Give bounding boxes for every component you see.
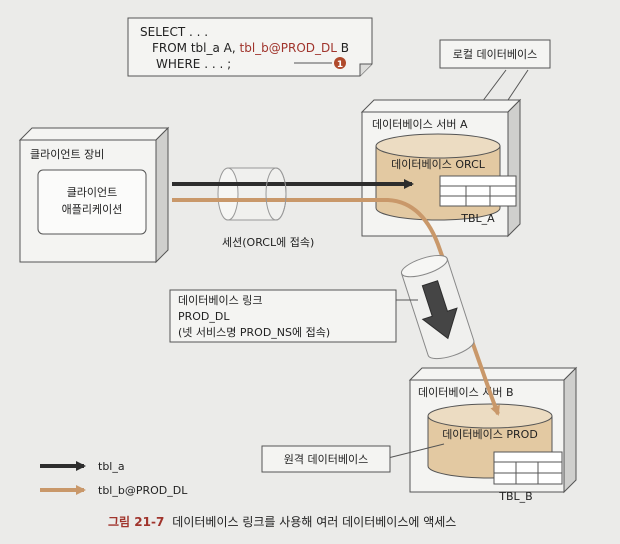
marker-number: 1 [337, 60, 343, 70]
sql-note: 1 SELECT . . . FROM tbl_a A, tbl_b@PROD_… [127, 17, 373, 77]
db-link-cylinder [400, 255, 475, 360]
server-a-title: 데이터베이스 서버 A [372, 118, 468, 131]
sql-line-3: WHERE . . . ; [156, 57, 231, 71]
db-link-callout: 데이터베이스 링크 PROD_DL (넷 서비스명 PROD_NS에 접속) [169, 289, 418, 343]
sql-line-1: SELECT . . . [140, 25, 208, 39]
session-tube-rim [265, 167, 287, 221]
db-link-line-1: 데이터베이스 링크 [178, 294, 262, 307]
db-link-line-2: PROD_DL [178, 310, 230, 323]
legend: tbl_a tbl_b@PROD_DL [40, 460, 188, 497]
figure-caption: 그림 21-7 데이터베이스 링크를 사용해 여러 데이터베이스에 액세스 [108, 515, 456, 529]
remote-db-callout: 원격 데이터베이스 [261, 443, 445, 473]
db-prod-label: 데이터베이스 PROD [442, 428, 538, 441]
caption-number: 그림 21-7 [108, 515, 164, 529]
sql-from-suffix: B [337, 41, 349, 55]
db-link-down-arrow-icon [421, 280, 458, 340]
client-device-title: 클라이언트 장비 [30, 148, 104, 161]
sql-line-2: FROM tbl_a A, tbl_b@PROD_DL B [152, 41, 349, 55]
tbl-a-table: TBL_A [439, 175, 517, 225]
session-tube [217, 167, 287, 221]
server-b-title: 데이터베이스 서버 B [418, 386, 514, 399]
client-app-line-2: 애플리케이션 [62, 203, 123, 216]
local-db-callout: 로컬 데이터베이스 [439, 39, 551, 119]
session-label: 세션(ORCL에 접속) [222, 236, 314, 249]
legend-tbl-a-label: tbl_a [98, 460, 125, 473]
db-orcl-cylinder: 데이터베이스 ORCL [375, 133, 501, 221]
tbl-b-arrow [172, 198, 500, 416]
caption-text: 데이터베이스 링크를 사용해 여러 데이터베이스에 액세스 [172, 515, 456, 529]
legend-tbl-b-label: tbl_b@PROD_DL [98, 484, 188, 497]
local-db-label: 로컬 데이터베이스 [453, 48, 537, 61]
client-app-box [37, 169, 147, 235]
client-device-box: 클라이언트 장비 클라이언트 애플리케이션 [18, 126, 170, 264]
db-orcl-label: 데이터베이스 ORCL [391, 158, 486, 171]
tbl-b-table: TBL_B [493, 451, 563, 503]
tbl-a-label: TBL_A [460, 212, 495, 225]
sql-from-prefix: FROM tbl_a A, [152, 41, 240, 55]
marker-badge-1 [334, 57, 346, 69]
tbl-b-label: TBL_B [498, 490, 532, 503]
client-app-line-1: 클라이언트 [67, 186, 118, 199]
sql-link-ref: tbl_b@PROD_DL [240, 41, 338, 55]
remote-db-label: 원격 데이터베이스 [284, 453, 368, 466]
db-link-line-3: (넷 서비스명 PROD_NS에 접속) [178, 326, 330, 339]
